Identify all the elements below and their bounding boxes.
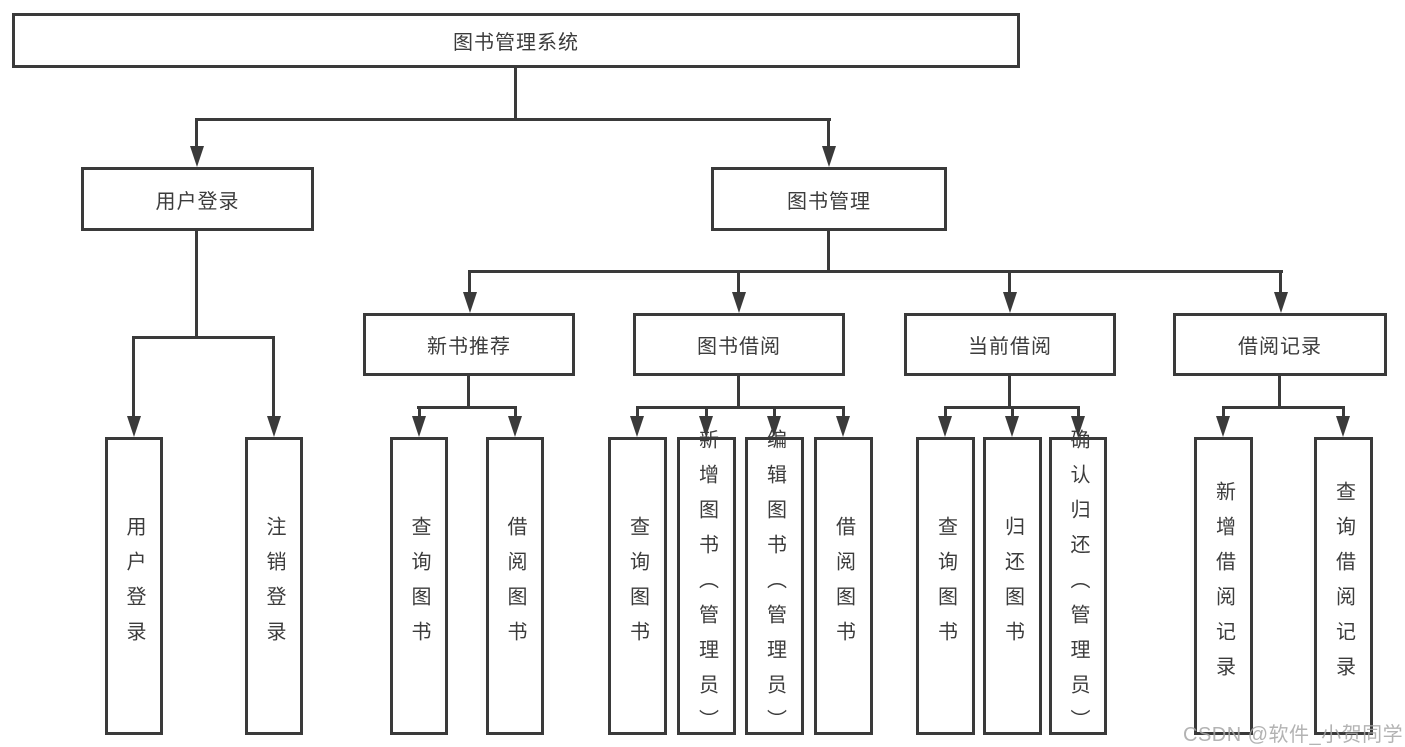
connector-line (195, 231, 198, 338)
connector-line (944, 406, 947, 417)
leaf-label: 注销登录 (263, 516, 285, 656)
leaf-logout: 注销登录 (245, 437, 303, 735)
leaf-user-login: 用户登录 (105, 437, 163, 735)
leaf-label: 编辑图书（管理员） (763, 428, 786, 744)
connector-line (514, 406, 517, 417)
leaf-return-books: 归还图书 (983, 437, 1042, 735)
node-root: 图书管理系统 (12, 13, 1020, 68)
leaf-label: 查询图书 (408, 516, 430, 656)
leaf-label: 查询图书 (626, 516, 649, 656)
arrow-down-icon (822, 146, 836, 167)
leaf-borrow-books: 借阅图书 (814, 437, 873, 735)
connector-line (1278, 376, 1281, 407)
leaf-label: 借阅图书 (832, 516, 855, 656)
connector-line (705, 406, 708, 417)
arrow-down-icon (699, 416, 713, 437)
arrow-down-icon (1336, 416, 1350, 437)
leaf-label: 新增借阅记录 (1212, 481, 1235, 691)
connector-line (468, 270, 471, 293)
arrow-down-icon (938, 416, 952, 437)
arrow-down-icon (732, 292, 746, 313)
node-borrowing-records-label: 借阅记录 (1238, 336, 1322, 358)
arrow-down-icon (630, 416, 644, 437)
arrow-down-icon (1216, 416, 1230, 437)
node-user-login: 用户登录 (81, 167, 314, 231)
arrow-down-icon (190, 146, 204, 167)
arrow-down-icon (1274, 292, 1288, 313)
node-new-book-recommendation-label: 新书推荐 (427, 336, 511, 358)
connector-line (827, 118, 830, 147)
leaf-add-borrow-record: 新增借阅记录 (1194, 437, 1253, 735)
connector-line (1011, 406, 1014, 417)
connector-line (737, 270, 740, 293)
arrow-down-icon (127, 416, 141, 437)
connector-line (132, 336, 135, 417)
connector-line (417, 406, 517, 409)
leaf-query-borrow-record: 查询借阅记录 (1314, 437, 1373, 735)
arrow-down-icon (1071, 416, 1085, 437)
leaf-borrow-books-newbook: 借阅图书 (486, 437, 544, 735)
connector-line (1222, 406, 1225, 417)
leaf-query-books-newbook: 查询图书 (390, 437, 448, 735)
connector-line (636, 406, 639, 417)
leaf-query-books-current: 查询图书 (916, 437, 975, 735)
connector-line (467, 376, 470, 407)
connector-line (195, 118, 198, 147)
connector-line (1222, 406, 1345, 409)
node-book-management-label: 图书管理 (787, 190, 871, 213)
arrow-down-icon (267, 416, 281, 437)
connector-line (418, 406, 421, 417)
leaf-query-books-borrow: 查询图书 (608, 437, 667, 735)
connector-line (1008, 376, 1011, 407)
leaf-label: 用户登录 (123, 516, 145, 656)
connector-line (468, 270, 1283, 273)
arrow-down-icon (1005, 416, 1019, 437)
node-user-login-label: 用户登录 (155, 190, 240, 213)
connector-line (842, 406, 845, 417)
connector-line (195, 118, 831, 121)
node-root-label: 图书管理系统 (453, 32, 579, 54)
arrow-down-icon (836, 416, 850, 437)
leaf-label: 借阅图书 (504, 516, 526, 656)
connector-line (1008, 270, 1011, 293)
connector-line (132, 336, 275, 339)
arrow-down-icon (463, 292, 477, 313)
node-current-borrowing: 当前借阅 (904, 313, 1116, 376)
node-book-management: 图书管理 (711, 167, 947, 231)
leaf-label: 归还图书 (1001, 516, 1024, 656)
leaf-confirm-return-admin: 确认归还（管理员） (1049, 429, 1107, 744)
leaf-label: 确认归还（管理员） (1067, 428, 1089, 744)
connector-line (827, 231, 830, 272)
arrow-down-icon (1003, 292, 1017, 313)
node-current-borrowing-label: 当前借阅 (968, 336, 1052, 358)
connector-line (1077, 406, 1080, 417)
connector-line (1279, 270, 1282, 293)
arrow-down-icon (508, 416, 522, 437)
leaf-label: 查询图书 (934, 516, 957, 656)
node-book-borrowing-label: 图书借阅 (697, 336, 781, 358)
arrow-down-icon (767, 416, 781, 437)
connector-line (514, 68, 517, 120)
node-borrowing-records: 借阅记录 (1173, 313, 1387, 376)
node-new-book-recommendation: 新书推荐 (363, 313, 575, 376)
arrow-down-icon (412, 416, 426, 437)
leaf-label: 查询借阅记录 (1332, 481, 1355, 691)
node-book-borrowing: 图书借阅 (633, 313, 845, 376)
connector-line (636, 406, 845, 409)
leaf-edit-books-admin: 编辑图书（管理员） (745, 429, 804, 744)
leaf-add-books-admin: 新增图书（管理员） (677, 429, 736, 744)
connector-line (773, 406, 776, 417)
csdn-watermark: CSDN @软件_小贺同学 (1183, 724, 1404, 746)
connector-line (737, 376, 740, 407)
leaf-label: 新增图书（管理员） (695, 428, 718, 744)
connector-line (1342, 406, 1345, 417)
connector-line (272, 336, 275, 417)
